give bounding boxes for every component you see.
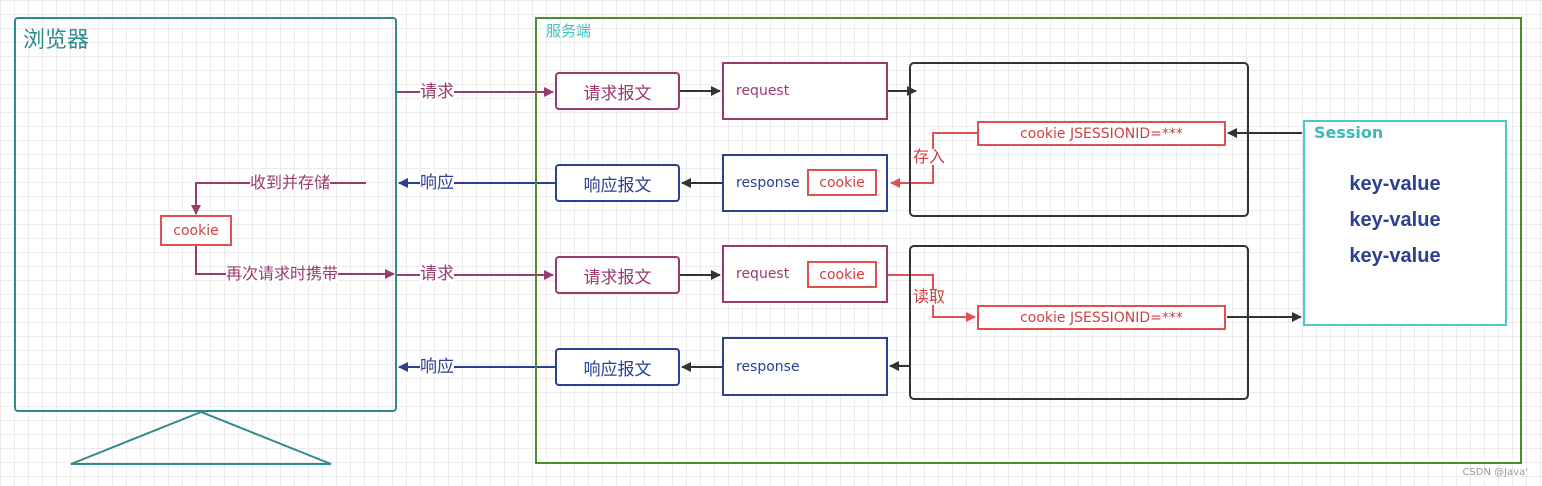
store-action-label: 存入	[913, 147, 946, 166]
response-box-1: response	[722, 154, 888, 212]
session-entry: key-value	[1349, 245, 1441, 267]
session-store	[1303, 120, 1507, 326]
monitor-stand	[70, 410, 332, 465]
session-cookie-1: cookie JSESSIONID=***	[977, 121, 1226, 146]
store-label: 收到并存储	[250, 173, 331, 192]
watermark: CSDN @Java'	[1462, 467, 1528, 478]
read-action-label: 读取	[913, 287, 946, 306]
response-packet-1: 响应报文	[555, 164, 680, 202]
session-cookie-2: cookie JSESSIONID=***	[977, 305, 1226, 330]
session-title: Session	[1314, 123, 1384, 142]
request-label-1: 请求	[420, 82, 454, 102]
browser-title: 浏览器	[23, 28, 90, 53]
session-entry: key-value	[1349, 209, 1441, 231]
response-packet-2: 响应报文	[555, 348, 680, 386]
response-label-2: 响应	[420, 357, 454, 377]
request-label-2: 请求	[420, 264, 454, 284]
session-entry: key-value	[1349, 173, 1441, 195]
response-label-1: 响应	[420, 173, 454, 193]
response-box-2: response	[722, 337, 888, 396]
server-title: 服务端	[546, 22, 592, 40]
request-packet-1: 请求报文	[555, 72, 680, 110]
request-cookie-2: cookie	[807, 261, 877, 288]
browser-cookie: cookie	[160, 215, 232, 246]
browser-frame	[14, 17, 397, 412]
server-frame	[535, 17, 1522, 464]
request-box-1: request	[722, 62, 888, 120]
response-cookie-1: cookie	[807, 169, 877, 196]
carry-label: 再次请求时携带	[226, 264, 339, 283]
server-handler-2	[909, 245, 1249, 400]
server-handler-1	[909, 62, 1249, 217]
request-packet-2: 请求报文	[555, 256, 680, 294]
